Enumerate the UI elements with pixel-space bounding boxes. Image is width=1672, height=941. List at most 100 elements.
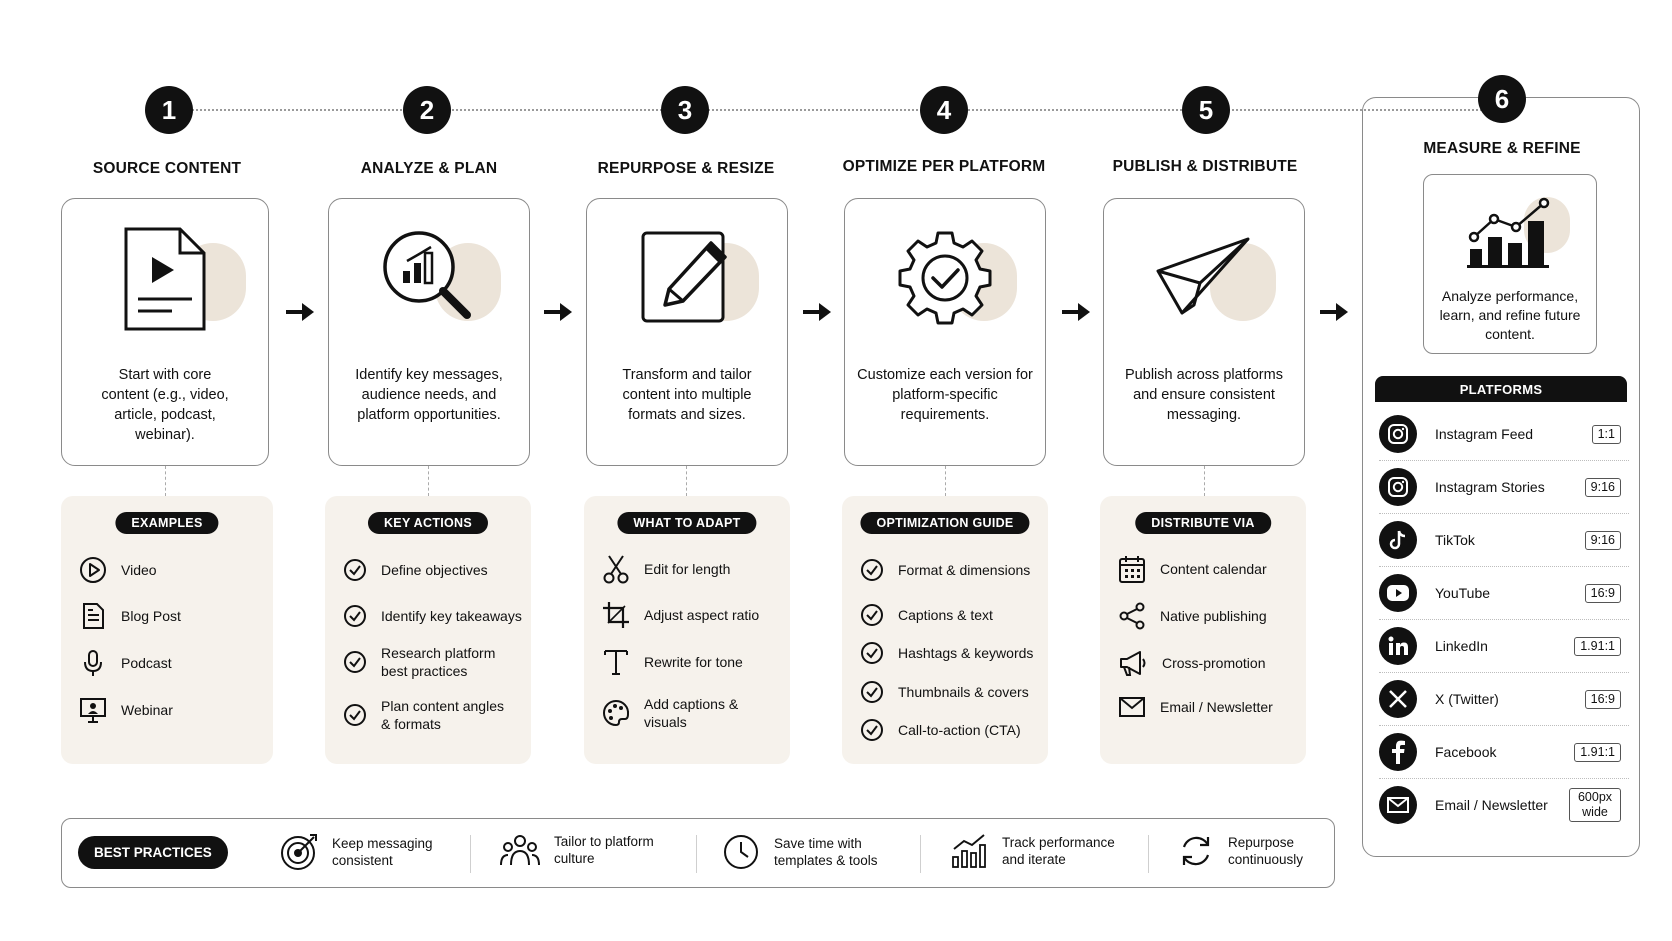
arrow-right-icon — [286, 303, 314, 321]
aspect-ratio-badge: 16:9 — [1584, 583, 1621, 603]
step-6-description: Analyze performance, learn, and refine f… — [1439, 288, 1581, 342]
step-6-title: MEASURE & REFINE — [1423, 140, 1581, 157]
step-3-title: REPURPOSE & RESIZE — [597, 160, 775, 177]
best-practice-item: Save time with templates & tools — [722, 833, 889, 871]
growth-chart-icon — [1467, 197, 1550, 268]
paper-plane-icon — [1156, 237, 1250, 315]
divider — [470, 835, 471, 873]
check-circle-icon — [861, 681, 883, 703]
connector-line — [945, 466, 946, 496]
facebook-icon — [1379, 733, 1417, 771]
aspect-ratio-badge: 1.91:1 — [1574, 742, 1621, 762]
step-5-description: Publish across platforms and ensure cons… — [1125, 367, 1283, 423]
envelope-icon — [1119, 697, 1145, 717]
list-item: Captions & text — [860, 603, 1040, 627]
check-circle-icon — [861, 559, 883, 581]
scissors-icon — [603, 555, 629, 584]
step-5-badge: 5 — [1182, 86, 1230, 134]
arrow-right-icon — [1320, 303, 1348, 321]
list-item: Webinar — [79, 696, 265, 724]
calendar-icon — [1119, 556, 1145, 583]
step-3-description: Transform and tailor content into multip… — [622, 367, 752, 423]
divider — [696, 835, 697, 873]
best-practice-item: Repurpose continuously — [1178, 833, 1338, 869]
platform-row: Instagram Feed 1:1 — [1379, 408, 1629, 461]
youtube-icon — [1379, 574, 1417, 612]
step-5-card: Publish across platforms and ensure cons… — [1103, 198, 1305, 466]
pencil-edit-icon — [641, 231, 727, 323]
list-item: Plan content angles & formats — [343, 697, 523, 733]
step-2-card: Identify key messages, audience needs, a… — [328, 198, 530, 466]
gear-check-icon — [898, 231, 992, 325]
list-item: Thumbnails & covers — [860, 680, 1040, 704]
aspect-ratio-badge: 9:16 — [1584, 477, 1621, 497]
key-actions-panel: KEY ACTIONS Define objectives Identify k… — [325, 496, 531, 764]
check-circle-icon — [861, 719, 883, 741]
best-practice-item: Track performance and iterate — [950, 833, 1117, 869]
list-item: Call-to-action (CTA) — [860, 718, 1040, 742]
distribute-via-heading: DISTRIBUTE VIA — [1135, 512, 1271, 534]
connector-line — [428, 466, 429, 496]
divider — [920, 835, 921, 873]
aspect-ratio-badge: 1.91:1 — [1574, 636, 1621, 656]
instagram-icon — [1379, 468, 1417, 506]
video-document-icon — [124, 227, 206, 331]
clock-icon — [724, 835, 758, 869]
play-circle-icon — [80, 557, 106, 583]
arrow-right-icon — [544, 303, 572, 321]
timeline-line — [192, 109, 1502, 111]
optimization-guide-heading: OPTIMIZATION GUIDE — [860, 512, 1030, 534]
step-5-title: PUBLISH & DISTRIBUTE — [1112, 158, 1298, 175]
linkedin-icon — [1379, 627, 1417, 665]
list-item: Adjust aspect ratio — [602, 601, 782, 629]
list-item: Hashtags & keywords — [860, 641, 1040, 665]
aspect-ratio-badge: 16:9 — [1584, 689, 1621, 709]
target-icon — [281, 834, 317, 870]
check-circle-icon — [344, 605, 366, 627]
platforms-heading: PLATFORMS — [1375, 376, 1627, 402]
trend-chart-icon — [952, 834, 986, 868]
platform-row: Facebook 1.91:1 — [1379, 726, 1629, 779]
list-item: Blog Post — [79, 602, 265, 630]
step-4-badge: 4 — [920, 86, 968, 134]
x-icon — [1379, 680, 1417, 718]
tiktok-icon — [1379, 521, 1417, 559]
step-1-card: Start with core content (e.g., video, ar… — [61, 198, 269, 466]
list-item: Podcast — [79, 649, 265, 677]
list-item: Cross-promotion — [1118, 649, 1298, 677]
list-item: Edit for length — [602, 554, 782, 584]
check-circle-icon — [344, 651, 366, 673]
list-item: Email / Newsletter — [1118, 696, 1298, 718]
step-1-badge: 1 — [145, 86, 193, 134]
divider — [1148, 835, 1149, 873]
megaphone-icon — [1120, 651, 1146, 676]
measure-refine-card: Analyze performance, learn, and refine f… — [1423, 174, 1597, 354]
list-item: Identify key takeaways — [343, 604, 523, 628]
list-item: Video — [79, 556, 265, 584]
platform-row: TikTok 9:16 — [1379, 514, 1629, 567]
crop-icon — [603, 602, 629, 628]
text-icon — [604, 650, 628, 675]
step-3-badge: 3 — [661, 86, 709, 134]
share-icon — [1119, 602, 1145, 630]
platform-row: Instagram Stories 9:16 — [1379, 461, 1629, 514]
step-3-card: Transform and tailor content into multip… — [586, 198, 788, 466]
check-circle-icon — [861, 642, 883, 664]
step-1-description: Start with core content (e.g., video, ar… — [101, 367, 229, 443]
step-4-description: Customize each version for platform-spec… — [857, 367, 1033, 423]
connector-line — [1204, 466, 1205, 496]
list-item: Research platform best practices — [343, 644, 523, 680]
check-circle-icon — [861, 604, 883, 626]
presentation-icon — [80, 698, 106, 723]
magnifier-chart-icon — [383, 231, 471, 319]
microphone-icon — [84, 650, 102, 676]
key-actions-heading: KEY ACTIONS — [367, 512, 489, 534]
list-item: Format & dimensions — [860, 558, 1040, 582]
refresh-icon — [1182, 836, 1210, 866]
measure-refine-panel: 6 MEASURE & REFINE Analyze performance, … — [1362, 75, 1640, 857]
step-4-card: Customize each version for platform-spec… — [844, 198, 1046, 466]
connector-line — [165, 466, 166, 496]
aspect-ratio-badge: 600px wide — [1569, 788, 1621, 822]
list-item: Native publishing — [1118, 602, 1298, 630]
check-circle-icon — [344, 559, 366, 581]
